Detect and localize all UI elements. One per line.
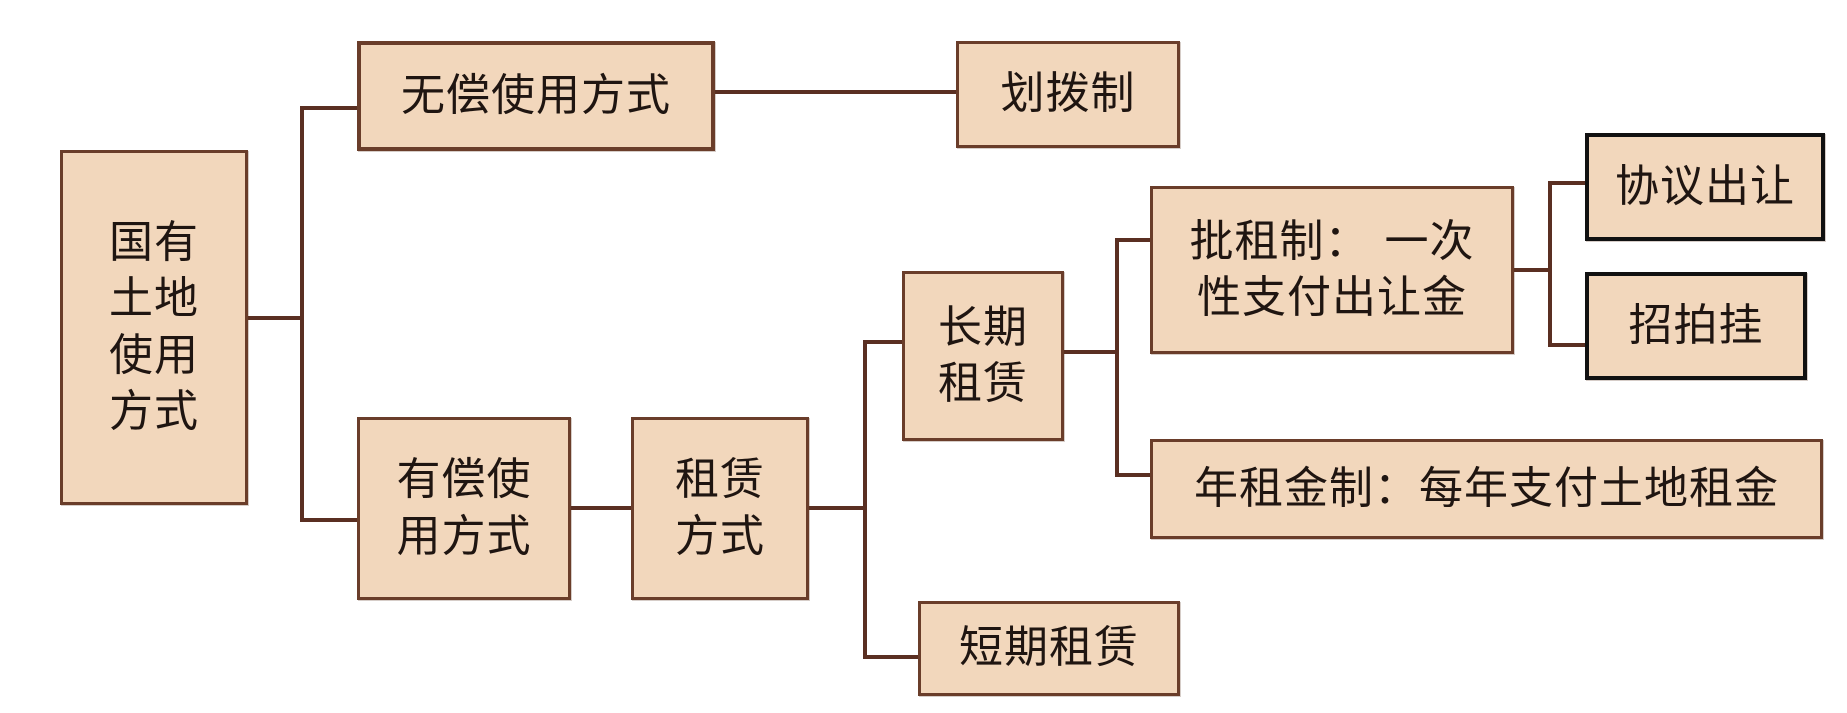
gratuitous-use-label: 无偿使用方式 (401, 69, 671, 121)
allocation-node: 划拨制 (956, 41, 1180, 148)
annual-rent-system-label: 年租金制：每年支付土地租金 (1194, 462, 1779, 514)
auction-node: 招拍挂 (1585, 272, 1807, 380)
auction-label: 招拍挂 (1628, 299, 1764, 351)
long-term-lease-label: 长期 租赁 (938, 301, 1028, 409)
annual-rent-system-node: 年租金制：每年支付土地租金 (1150, 439, 1823, 539)
paid-use-node: 有偿使 用方式 (357, 417, 571, 600)
allocation-label: 划拨制 (1000, 68, 1136, 120)
negotiated-transfer-label: 协议出让 (1615, 160, 1795, 212)
short-term-lease-label: 短期租赁 (959, 622, 1139, 674)
approval-system-node: 批租制： 一次 性支付出让金 (1150, 186, 1514, 354)
root-node-label: 国有 土地 使用 方式 (109, 216, 199, 437)
connector-root-branches (245, 106, 358, 522)
connector-lease-terms (805, 340, 921, 659)
short-term-lease-node: 短期租赁 (918, 601, 1180, 696)
connector-approval-transfers (1510, 181, 1588, 347)
long-term-lease-node: 长期 租赁 (902, 271, 1064, 441)
lease-label: 租赁 方式 (675, 454, 765, 562)
root-node: 国有 土地 使用 方式 (60, 150, 248, 505)
negotiated-transfer-node: 协议出让 (1585, 133, 1825, 241)
approval-system-label: 批租制： 一次 性支付出让金 (1189, 215, 1475, 323)
lease-node: 租赁 方式 (631, 417, 809, 600)
connector-long-term-systems (1061, 238, 1152, 477)
gratuitous-use-node: 无偿使用方式 (357, 41, 715, 151)
paid-use-label: 有偿使 用方式 (396, 454, 532, 562)
